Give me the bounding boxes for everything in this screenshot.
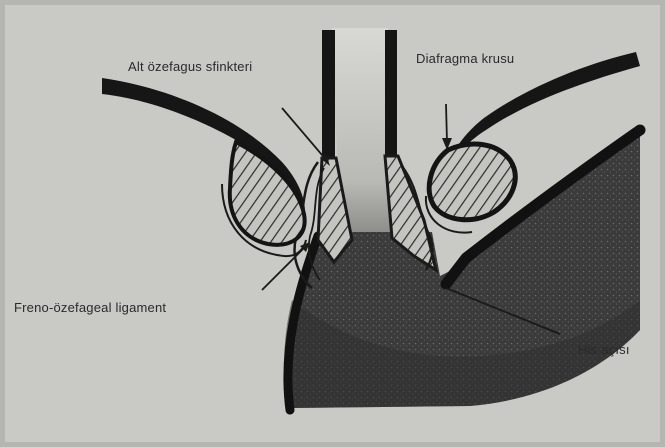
label-his-angle: His açısı <box>578 342 630 357</box>
label-lower-esophageal-sphincter: Alt özefagus sfinkteri <box>128 59 252 74</box>
esophagus-right-wall <box>385 30 397 158</box>
esophagus-left-wall <box>322 30 335 160</box>
label-diaphragm-crus: Diafragma krusu <box>416 51 514 66</box>
label-phreno-esophageal-ligament: Freno-özefageal ligament <box>14 300 166 315</box>
crus-pointer <box>446 104 447 142</box>
right-diaphragm-crus <box>429 144 515 220</box>
